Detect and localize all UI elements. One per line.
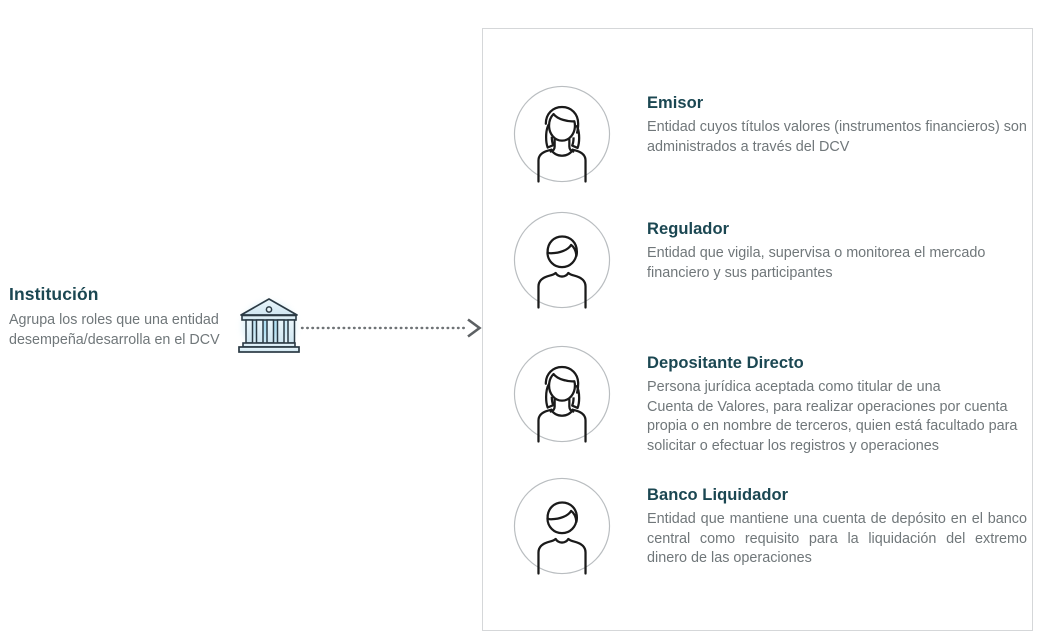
- role-text-block: Emisor Entidad cuyos títulos valores (in…: [647, 85, 1027, 157]
- role-title: Banco Liquidador: [647, 486, 789, 504]
- role-text-block: Depositante Directo Persona jurídica ace…: [647, 345, 1027, 456]
- role-title: Emisor: [647, 94, 704, 112]
- role-description: Entidad que mantiene una cuenta de depós…: [647, 511, 1027, 566]
- avatar-male-icon: [513, 477, 611, 575]
- bank-icon-container[interactable]: [233, 295, 305, 357]
- dotted-arrow-right-icon: [300, 318, 482, 338]
- bank-icon: [238, 298, 300, 353]
- page-title: Institución: [9, 284, 99, 304]
- role-text-block: Banco Liquidador Entidad que mantiene un…: [647, 477, 1027, 569]
- institution-concept-block: Institución Agrupa los roles que una ent…: [9, 283, 239, 350]
- role-text-block: Regulador Entidad que vigila, supervisa …: [647, 211, 1027, 283]
- role-description-rest: Cuenta de Valores, para realizar operaci…: [647, 398, 1018, 454]
- avatar-female-icon: [513, 345, 611, 443]
- role-title: Regulador: [647, 220, 730, 238]
- institution-description: Agrupa los roles que una entidad desempe…: [9, 312, 220, 348]
- list-item[interactable]: Banco Liquidador Entidad que mantiene un…: [513, 477, 1027, 575]
- avatar-female-icon: [513, 85, 611, 183]
- role-description: Entidad que vigila, supervisa o monitore…: [647, 245, 986, 281]
- role-description-line-1: Persona jurídica aceptada como titular d…: [647, 379, 941, 395]
- role-description: Entidad cuyos títulos valores (instrumen…: [647, 119, 1027, 155]
- role-title: Depositante Directo: [647, 354, 804, 372]
- role-description: Persona jurídica aceptada como titular d…: [647, 378, 1027, 456]
- roles-panel: Emisor Entidad cuyos títulos valores (in…: [482, 28, 1033, 631]
- list-item[interactable]: Depositante Directo Persona jurídica ace…: [513, 345, 1027, 456]
- list-item[interactable]: Emisor Entidad cuyos títulos valores (in…: [513, 85, 1027, 183]
- list-item[interactable]: Regulador Entidad que vigila, supervisa …: [513, 211, 1027, 309]
- avatar-male-icon: [513, 211, 611, 309]
